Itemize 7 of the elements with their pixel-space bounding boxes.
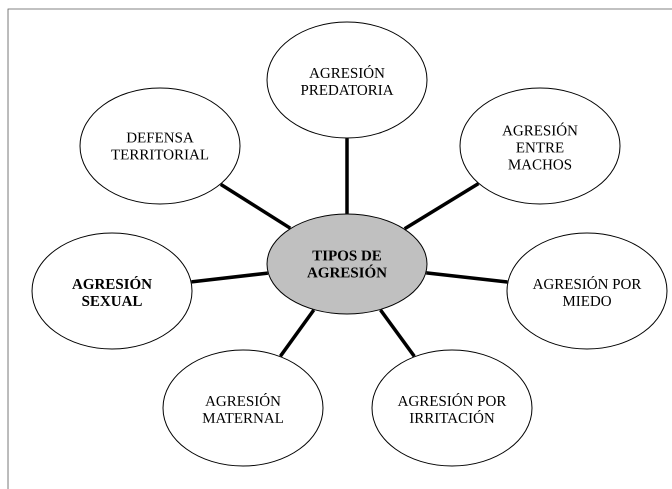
connector-line: [345, 138, 349, 214]
connector-line: [426, 271, 508, 284]
connector-line: [404, 182, 480, 230]
connector-line: [220, 182, 292, 230]
connector-line: [379, 308, 416, 358]
connector-line: [191, 271, 268, 284]
connector-line: [279, 308, 316, 358]
